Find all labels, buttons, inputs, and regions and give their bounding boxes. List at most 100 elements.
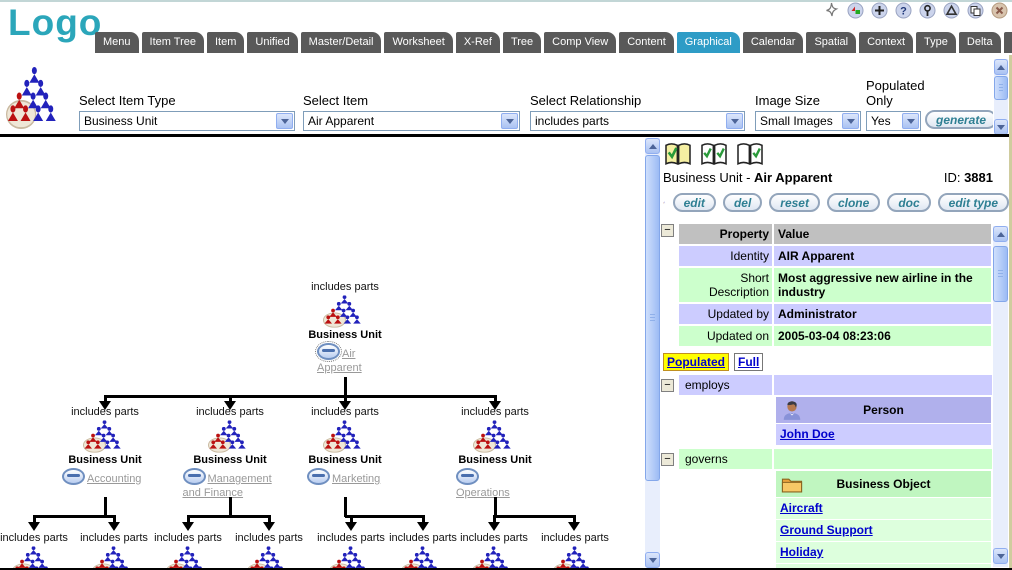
relationship-label: includes parts <box>460 532 528 544</box>
scroll-thumb[interactable] <box>993 246 1008 302</box>
link-scheduled-flight[interactable]: Scheduled Flight <box>780 567 877 568</box>
chevron-down-icon[interactable] <box>902 113 919 129</box>
details-scrollbar[interactable] <box>992 225 1009 568</box>
tab-delta[interactable]: Delta <box>958 32 1001 53</box>
select-select-item-type[interactable]: Business Unit <box>79 111 295 131</box>
link-john-doe[interactable]: John Doe <box>780 427 835 441</box>
scroll-down-button[interactable] <box>993 548 1008 564</box>
table-row: Short Description Most aggressive new ai… <box>661 268 991 302</box>
org-chart-icon[interactable] <box>323 295 367 328</box>
collapse-icon[interactable]: − <box>661 452 674 466</box>
tree-scrollbar[interactable] <box>644 137 661 568</box>
tab-content[interactable]: Content <box>619 32 674 53</box>
tab-report[interactable]: Report <box>1003 32 1012 53</box>
field-label: Select Item <box>303 93 369 108</box>
edit-type-button[interactable]: edit type <box>937 193 1009 212</box>
clone-button[interactable]: clone <box>826 193 881 212</box>
collapse-icon[interactable]: − <box>661 378 674 392</box>
item-link[interactable]: Accounting <box>87 473 142 485</box>
tab-x-ref[interactable]: X-Ref <box>455 32 500 53</box>
item-menu-icon[interactable] <box>62 468 85 485</box>
item-menu-icon[interactable] <box>182 468 206 485</box>
app-logo: Logo <box>8 2 103 43</box>
org-chart-icon[interactable] <box>323 420 367 453</box>
tab-comp-view[interactable]: Comp View <box>544 32 617 53</box>
link-holiday[interactable]: Holiday <box>780 545 824 559</box>
scroll-down-button[interactable] <box>994 119 1008 135</box>
field-label: Populated Only <box>866 78 925 108</box>
item-menu-icon[interactable] <box>307 468 330 485</box>
book-two-checks-icon[interactable] <box>699 142 729 166</box>
add-icon[interactable] <box>871 2 888 19</box>
scroll-down-button[interactable] <box>645 552 660 568</box>
org-chart-icon[interactable] <box>473 420 517 453</box>
org-chart-icon[interactable] <box>472 546 516 568</box>
view-link-full[interactable]: Full <box>734 353 764 371</box>
scroll-thumb[interactable] <box>994 76 1008 100</box>
help-icon[interactable]: ? <box>895 2 912 19</box>
scroll-up-button[interactable] <box>993 226 1008 242</box>
item-link[interactable]: Operations <box>456 487 510 499</box>
tree-node-management-and-finance: includes parts Business Unit Management … <box>182 405 278 500</box>
org-chart-icon[interactable] <box>166 546 210 568</box>
collapse-icon[interactable]: − <box>661 224 674 237</box>
edit-button[interactable]: edit <box>672 193 716 212</box>
tab-master-detail[interactable]: Master/Detail <box>300 32 382 53</box>
toolbar-scrollbar[interactable] <box>993 58 1009 135</box>
reset-button[interactable]: reset <box>769 193 820 212</box>
tree-node-accounting: includes parts Business Unit Accounting <box>57 405 153 486</box>
select-image-size[interactable]: Small Images <box>755 111 861 131</box>
link-ground-support[interactable]: Ground Support <box>780 523 873 537</box>
chevron-down-icon[interactable] <box>726 113 743 129</box>
delta-icon[interactable] <box>943 2 960 19</box>
tab-menu[interactable]: Menu <box>95 32 139 53</box>
scroll-up-button[interactable] <box>994 59 1008 75</box>
star-icon[interactable] <box>823 2 840 19</box>
tab-context[interactable]: Context <box>859 32 914 53</box>
generate-button[interactable]: generate <box>925 110 998 129</box>
item-link[interactable]: Management and Finance <box>182 473 272 499</box>
close-icon[interactable] <box>991 2 1008 19</box>
org-chart-icon[interactable] <box>208 420 252 453</box>
chevron-down-icon[interactable] <box>276 113 293 129</box>
del-button[interactable]: del <box>722 193 763 212</box>
select-select-relationship[interactable]: includes parts <box>530 111 745 131</box>
book-right-check-icon[interactable] <box>735 142 765 166</box>
tab-spatial[interactable]: Spatial <box>806 32 857 53</box>
link-aircraft[interactable]: Aircraft <box>780 501 823 515</box>
chevron-down-icon[interactable] <box>842 113 859 129</box>
org-chart-icon[interactable] <box>92 546 136 568</box>
item-link[interactable]: Air Apparent <box>317 348 362 374</box>
person-icon <box>783 401 801 420</box>
view-link-populated[interactable]: Populated <box>663 353 730 371</box>
org-chart-icon[interactable] <box>12 546 56 568</box>
select-populated-only[interactable]: Yes <box>866 111 921 131</box>
tab-unified[interactable]: Unified <box>247 32 298 53</box>
pin-icon[interactable] <box>919 2 936 19</box>
org-chart-icon[interactable] <box>329 546 373 568</box>
select-select-item[interactable]: Air Apparent <box>303 111 520 131</box>
doc-button[interactable]: doc <box>887 193 931 212</box>
section-header-label: Business Object <box>836 477 931 491</box>
tab-worksheet[interactable]: Worksheet <box>384 32 453 53</box>
tab-item-tree[interactable]: Item Tree <box>141 32 204 53</box>
tab-type[interactable]: Type <box>916 32 956 53</box>
org-chart-icon[interactable] <box>83 420 127 453</box>
tab-item[interactable]: Item <box>207 32 245 53</box>
tab-tree[interactable]: Tree <box>502 32 542 53</box>
org-chart-icon[interactable] <box>663 193 666 212</box>
scroll-up-button[interactable] <box>645 138 660 154</box>
org-chart-icon[interactable] <box>553 546 597 568</box>
windows-icon[interactable] <box>967 2 984 19</box>
org-chart-icon[interactable] <box>401 546 445 568</box>
tab-graphical[interactable]: Graphical <box>676 32 740 53</box>
tab-calendar[interactable]: Calendar <box>742 32 804 53</box>
org-chart-icon[interactable] <box>247 546 291 568</box>
item-menu-icon[interactable] <box>315 341 342 362</box>
chevron-down-icon[interactable] <box>501 113 518 129</box>
book-yellow-check-icon[interactable] <box>663 142 693 166</box>
item-link[interactable]: Marketing <box>332 473 381 485</box>
scroll-thumb[interactable] <box>645 155 660 481</box>
item-menu-icon[interactable] <box>456 468 479 485</box>
shapes-icon[interactable] <box>847 2 864 19</box>
